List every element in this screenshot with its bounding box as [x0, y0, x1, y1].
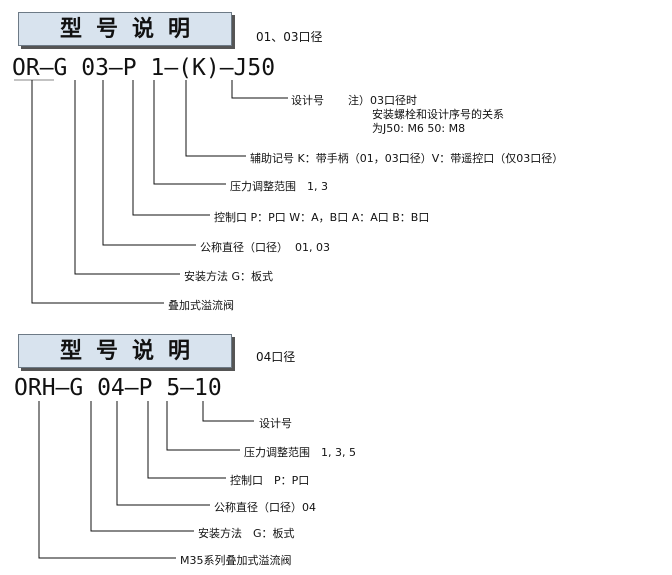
section2-header: 型号说明	[18, 334, 232, 368]
leader2-pressure	[166, 401, 240, 451]
leader-mounting	[74, 80, 180, 275]
section1-header: 型号说明	[18, 12, 232, 46]
label2-design-number: 设计号	[259, 417, 292, 430]
label2-pressure-range: 压力调整范围 1, 3, 5	[244, 446, 356, 459]
label-mounting-method: 安装方法 G：板式	[184, 270, 274, 283]
label-note-line3: 为J50: M6 50: M8	[372, 122, 466, 135]
label-valve-name: 叠加式溢流阀	[168, 299, 234, 312]
leader2-nominal	[116, 401, 210, 506]
label2-nominal-diameter: 公称直径（口径）04	[214, 501, 316, 514]
label-note-title: 注）03口径时	[348, 94, 417, 107]
leader-nominal	[102, 80, 196, 246]
label2-mounting-method: 安装方法 G：板式	[198, 527, 295, 540]
label-nominal-diameter: 公称直径（口径） 01, 03	[200, 241, 330, 254]
leader-name	[31, 80, 164, 304]
label-design-number: 设计号	[291, 94, 324, 107]
section1-model-code: OR–G 03–P 1–(K)–J50	[12, 55, 276, 81]
leader-design	[231, 80, 288, 99]
leader2-mounting	[90, 401, 194, 532]
leader2-design	[202, 401, 254, 422]
leader2-name	[38, 401, 176, 559]
section1-subtitle: 01、03口径	[256, 30, 323, 44]
label-control-port: 控制口 P：P口 W：A，B口 A：A口 B：B口	[214, 211, 430, 224]
leader2-control	[147, 401, 226, 479]
leader-pressure	[153, 80, 226, 185]
section2-subtitle: 04口径	[256, 350, 296, 364]
label-pressure-range: 压力调整范围 1, 3	[230, 180, 328, 193]
label-note-line2: 安装螺栓和设计序号的关系	[372, 108, 504, 121]
leader-aux	[185, 80, 246, 157]
label2-valve-name: M35系列叠加式溢流阀	[180, 554, 292, 567]
section2-model-code: ORH–G 04–P 5–10	[14, 375, 222, 401]
label2-control-port: 控制口 P：P口	[230, 474, 310, 487]
leader-control	[132, 80, 210, 216]
label-aux-symbol: 辅助记号 K：带手柄（01，03口径）V：带遥控口（仅03口径）	[250, 152, 564, 165]
